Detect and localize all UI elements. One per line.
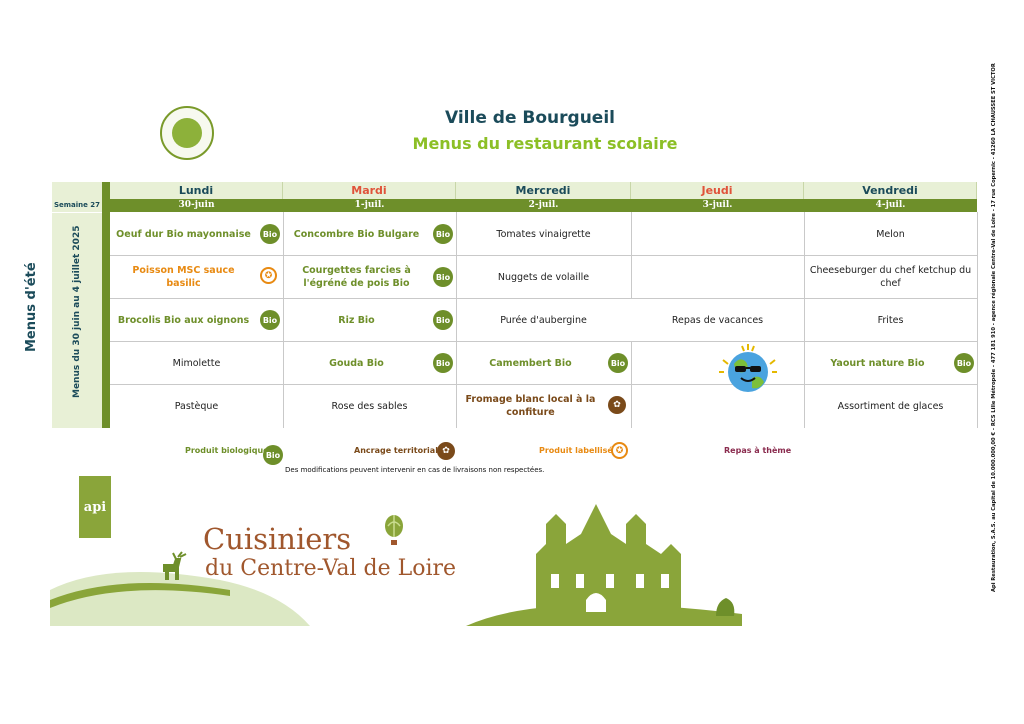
hot-air-balloon-icon bbox=[385, 515, 403, 545]
menu-item-mercredi: Fromage blanc local à la confiture bbox=[465, 394, 596, 418]
date-mercredi: 2-juil. bbox=[528, 200, 559, 210]
col-divider bbox=[804, 212, 805, 428]
day-header-vendredi: Vendredi bbox=[804, 182, 977, 199]
date-jeudi: 3-juil. bbox=[702, 200, 733, 210]
menu-item-lundi: Poisson MSC sauce basilic bbox=[132, 265, 235, 289]
menu-item-mardi: Gouda Bio bbox=[329, 357, 384, 369]
green-strip bbox=[102, 182, 110, 428]
bio-badge-icon: Bio bbox=[433, 267, 453, 287]
legend-terr-label: Ancrage territorial bbox=[354, 446, 438, 455]
col-divider bbox=[456, 212, 457, 428]
terr-legend-icon: ✿ bbox=[437, 442, 455, 460]
side-column bbox=[52, 213, 102, 428]
row-divider bbox=[110, 384, 977, 385]
bio-badge-icon: Bio bbox=[260, 310, 280, 330]
menu-item-vendredi: Melon bbox=[876, 228, 905, 240]
bio-badge-icon: Bio bbox=[433, 310, 453, 330]
week-label: Semaine 27 bbox=[52, 199, 102, 212]
header-corner bbox=[52, 182, 102, 199]
legal-text: Api Restauration, S.A.S. au Capital de 1… bbox=[991, 63, 997, 592]
menu-item-vendredi: Frites bbox=[877, 314, 904, 326]
brand-line-2: du Centre-Val de Loire bbox=[205, 556, 457, 581]
legend-theme-label: Repas à thème bbox=[724, 446, 792, 455]
col-divider bbox=[283, 212, 284, 428]
bio-badge-icon: Bio bbox=[433, 353, 453, 373]
api-logo: api bbox=[79, 476, 111, 538]
date-mardi: 1-juil. bbox=[354, 200, 385, 210]
day-header-jeudi: Jeudi bbox=[631, 182, 804, 199]
date-lundi: 30-juin bbox=[178, 200, 215, 210]
globe-icon bbox=[718, 342, 778, 398]
menu-item-mardi: Courgettes farcies à l'égréné de pois Bi… bbox=[302, 265, 411, 289]
date-vendredi: 4-juil. bbox=[875, 200, 906, 210]
menu-item-mardi: Rose des sables bbox=[331, 400, 408, 412]
date-range-label: Menus du 30 juin au 4 juillet 2025 bbox=[72, 225, 82, 398]
row-divider bbox=[110, 341, 977, 342]
page-title: Ville de Bourgueil bbox=[445, 108, 615, 128]
menu-item-lundi: Pastèque bbox=[174, 400, 219, 412]
seal-logo-icon bbox=[160, 106, 214, 160]
menu-item-jeudi: Repas de vacances bbox=[631, 299, 804, 341]
bio-legend-icon: Bio bbox=[263, 445, 283, 465]
season-label: Menus d'été bbox=[24, 262, 39, 352]
menu-item-mardi: Concombre Bio Bulgare bbox=[293, 228, 420, 240]
day-header-mardi: Mardi bbox=[283, 182, 456, 199]
terr-badge-icon: ✿ bbox=[608, 396, 626, 414]
day-header-mercredi: Mercredi bbox=[456, 182, 631, 199]
menu-item-vendredi: Cheeseburger du chef ketchup du chef bbox=[809, 265, 972, 289]
page-subtitle: Menus du restaurant scolaire bbox=[412, 134, 678, 153]
label-legend-icon: ✪ bbox=[611, 442, 628, 459]
legend-bio-label: Produit biologique bbox=[185, 446, 269, 455]
label-badge-icon: ✪ bbox=[260, 267, 277, 284]
menu-item-mercredi: Camembert Bio bbox=[489, 357, 572, 369]
menu-item-lundi: Oeuf dur Bio mayonnaise bbox=[116, 228, 251, 240]
legend-label-label: Produit labellisé bbox=[539, 446, 613, 455]
menu-item-lundi: Brocolis Bio aux oignons bbox=[117, 314, 250, 326]
menu-item-mercredi: Nuggets de volaille bbox=[497, 271, 590, 283]
bio-badge-icon: Bio bbox=[433, 224, 453, 244]
left-hill-graphic bbox=[50, 572, 310, 626]
bio-badge-icon: Bio bbox=[608, 353, 628, 373]
bio-badge-icon: Bio bbox=[260, 224, 280, 244]
deer-icon bbox=[163, 551, 187, 580]
menu-item-vendredi: Yaourt nature Bio bbox=[830, 357, 925, 369]
row-divider bbox=[110, 255, 977, 256]
day-header-lundi: Lundi bbox=[110, 182, 283, 199]
menu-item-lundi: Mimolette bbox=[172, 357, 221, 369]
col-divider bbox=[977, 212, 978, 428]
dates-bar bbox=[110, 199, 977, 212]
menu-item-mardi: Riz Bio bbox=[338, 314, 375, 326]
row-divider bbox=[110, 298, 977, 299]
castle-icon bbox=[466, 504, 742, 626]
notice-text: Des modifications peuvent intervenir en … bbox=[285, 466, 545, 474]
bio-badge-icon: Bio bbox=[954, 353, 974, 373]
menu-item-mercredi: Purée d'aubergine bbox=[500, 314, 587, 326]
menu-item-mercredi: Tomates vinaigrette bbox=[496, 228, 591, 240]
menu-item-vendredi: Assortiment de glaces bbox=[837, 400, 944, 412]
brand-line-1: Cuisiniers bbox=[203, 522, 352, 556]
